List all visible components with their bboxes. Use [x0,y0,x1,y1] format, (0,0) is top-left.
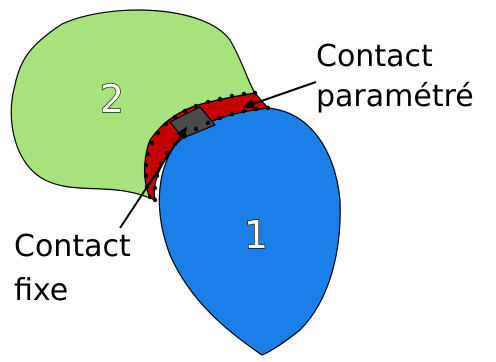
boundary-dot [265,105,271,111]
boundary-dot [155,130,161,136]
boundary-dot [229,111,235,117]
boundary-dot [229,93,235,99]
boundary-dot [241,91,247,97]
boundary-dot [205,99,211,105]
boundary-dot [205,120,211,126]
arrow-to-contact-parametrized [242,81,317,109]
label-contact-fixed-line1: Contact [14,229,131,264]
label-contact-parametrized-line1: Contact [316,39,433,74]
boundary-dot [193,126,199,132]
boundary-dot [163,121,169,127]
region-2-label: 2 [100,77,124,121]
arrow-to-contact-fixed [119,126,188,229]
boundary-dot [182,133,188,139]
region-1-label: 1 [244,213,268,257]
boundary-dot [217,115,223,121]
boundary-dot [253,106,259,112]
boundary-dot [217,96,223,102]
label-contact-fixed-line2: fixe [14,273,68,308]
boundary-dot [172,114,178,120]
boundary-dot [143,162,149,168]
boundary-dot [147,194,153,200]
boundary-dot [182,108,188,114]
boundary-dot [143,173,149,179]
boundary-dot [241,108,247,114]
boundary-dot [152,197,158,203]
boundary-dot [149,140,155,146]
boundary-dot [252,90,258,96]
label-contact-parametrized-line2: paramétré [316,79,474,114]
boundary-dot [145,151,151,157]
boundary-dot [152,185,158,191]
boundary-dot [193,103,199,109]
